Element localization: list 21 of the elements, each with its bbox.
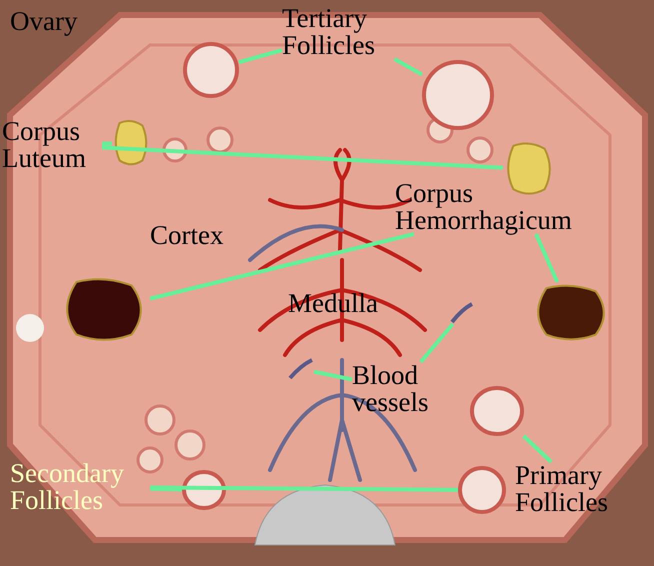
part-label: Cortex [150,222,224,249]
part-label: Ovary [10,8,78,35]
blood-vessel [288,358,314,380]
leader-line [394,57,423,76]
follicle [422,60,494,130]
leader-line [419,322,454,364]
leader-line [314,370,352,382]
part-label: Corpus Luteum [2,118,102,172]
part-label: Corpus Hemorrhagicum [395,180,653,234]
part-label: Blood vessels [352,362,444,416]
leader-line [534,233,560,283]
part-label: Primary Follicles [515,462,645,516]
leader-line [150,232,414,301]
leader-line [102,141,112,146]
leader-line [150,486,182,492]
leader-line [522,434,553,464]
blood-vessel [450,302,474,324]
leader-line [102,146,504,170]
leader-line [150,486,458,492]
part-label: Tertiary Follicles [282,5,412,59]
leader-line [238,48,283,64]
